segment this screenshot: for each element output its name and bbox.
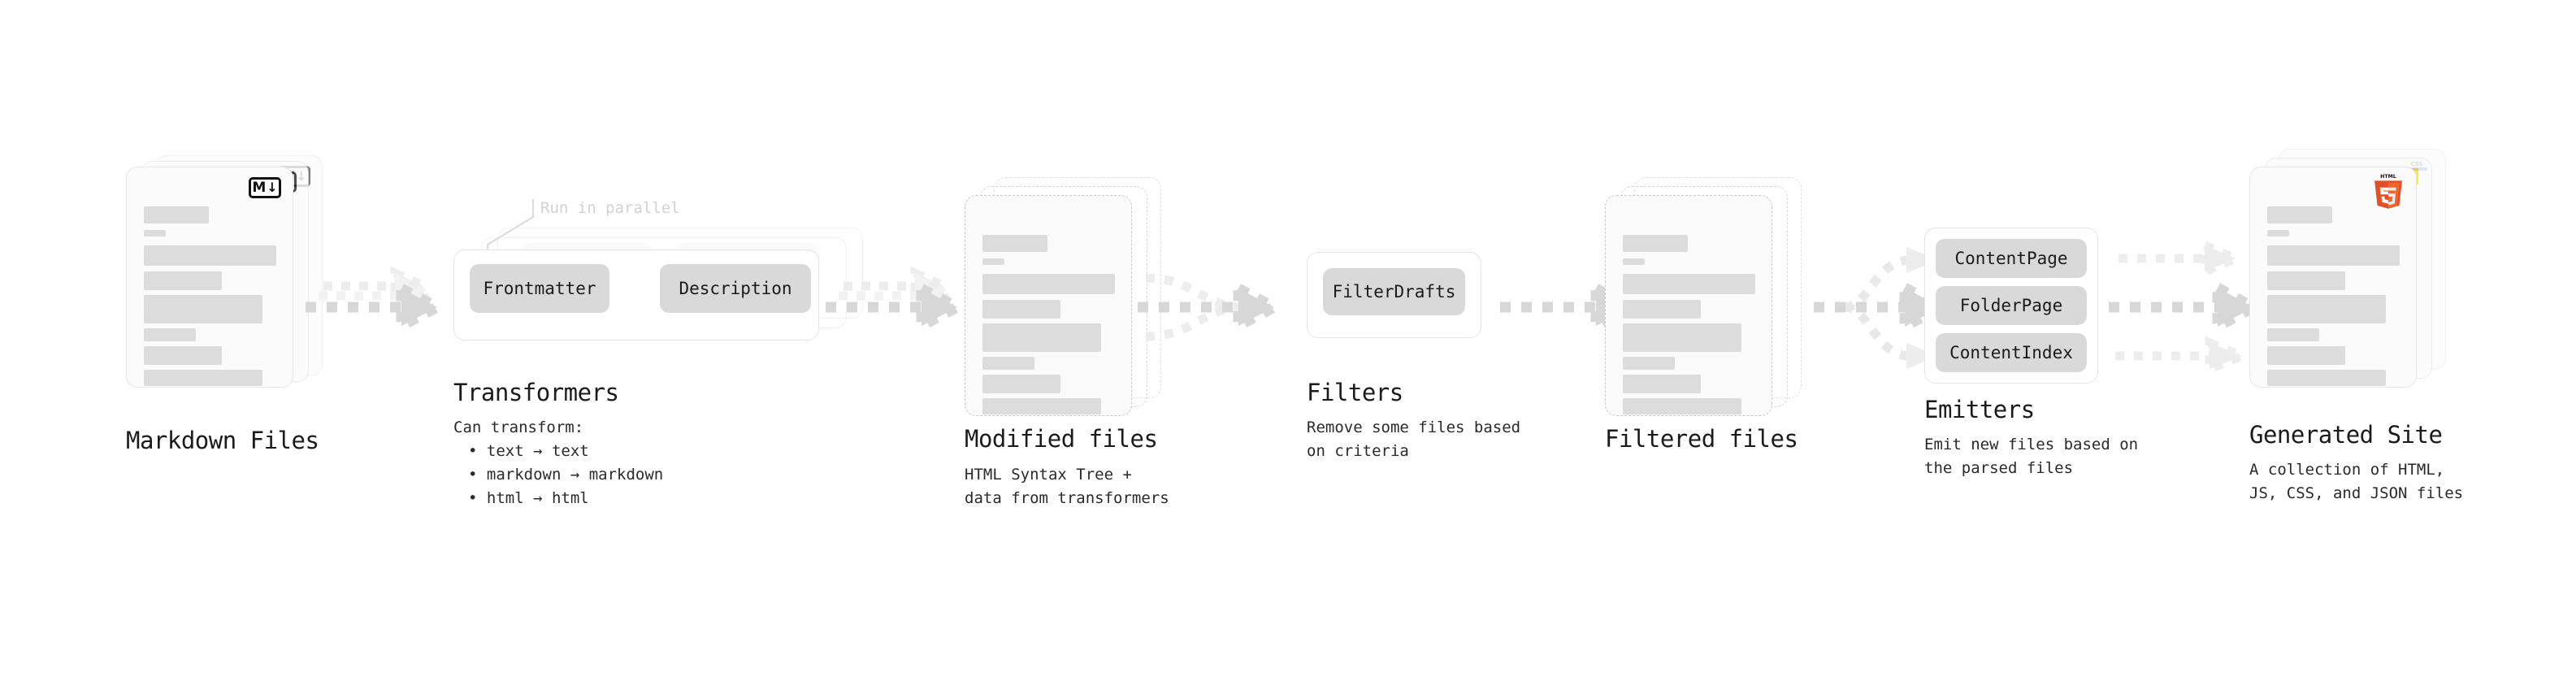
skeleton-line (1623, 258, 1645, 265)
skeleton-line (144, 271, 222, 290)
skeleton-line (144, 295, 262, 323)
arrow-modified-to-filters (1138, 273, 1286, 341)
emitters-subtitle: Emit new files based on the parsed files (1924, 436, 2139, 477)
skeleton-line (144, 370, 262, 386)
generated-site-title: Generated Site (2249, 421, 2443, 449)
skeleton-line (144, 230, 166, 236)
skeleton-line (982, 398, 1101, 414)
skeleton-line (2267, 206, 2332, 223)
skeleton-line (1623, 323, 1741, 352)
filtered-files-title: Filtered files (1605, 425, 1798, 453)
arrow-markdown-to-transformers (306, 266, 449, 335)
modified-file-card (965, 195, 1132, 416)
run-in-parallel-label: Run in parallel (540, 199, 680, 217)
emitters-title: Emitters (1924, 396, 2035, 423)
skeleton-line (1623, 235, 1688, 252)
skeleton-line (982, 323, 1101, 352)
skeleton-line (1623, 357, 1675, 370)
markdown-icon-letter: M (252, 179, 267, 196)
skeleton-line (982, 258, 1004, 265)
skeleton-line (144, 206, 209, 223)
emitter-chip-folderpage[interactable]: FolderPage (1936, 286, 2087, 325)
skeleton-line (2267, 328, 2319, 341)
skeleton-line (982, 300, 1060, 319)
skeleton-line (1623, 375, 1701, 393)
markdown-icon-arrow: ↓ (267, 180, 278, 195)
html5-icon: HTML (2374, 174, 2402, 209)
list-item: html → html (468, 487, 663, 510)
filtered-file-card (1605, 195, 1772, 416)
skeleton-line (144, 346, 222, 365)
list-item: text → text (468, 440, 663, 463)
skeleton-line (1623, 300, 1701, 319)
filters-subtitle: Remove some files based on criteria (1307, 419, 1521, 460)
transformers-subtitle: Can transform: (453, 419, 584, 436)
skeleton-line (1623, 398, 1741, 414)
skeleton-line (982, 235, 1047, 252)
skeleton-line (2267, 230, 2289, 236)
skeleton-line (982, 375, 1060, 393)
emitter-chip-contentindex[interactable]: ContentIndex (1936, 333, 2087, 372)
generated-site-subtitle: A collection of HTML, JS, CSS, and JSON … (2249, 461, 2464, 502)
skeleton-line (2267, 370, 2386, 386)
arrow-transformers-to-modified (826, 266, 969, 335)
skeleton-line (2267, 346, 2345, 365)
transformers-title: Transformers (453, 379, 619, 406)
transformer-chip-frontmatter[interactable]: Frontmatter (470, 264, 609, 313)
transformers-capability-list: text → text markdown → markdown html → h… (468, 440, 663, 510)
modified-files-subtitle: HTML Syntax Tree + data from transformer… (965, 466, 1169, 507)
list-item: markdown → markdown (468, 463, 663, 487)
html-file-card: HTML (2249, 167, 2417, 388)
transformer-chip-description[interactable]: Description (660, 264, 811, 313)
skeleton-line (144, 245, 276, 266)
markdown-icon: M↓ (249, 177, 281, 198)
modified-files-title: Modified files (965, 425, 1158, 453)
skeleton-line (144, 328, 196, 341)
emitter-chip-contentpage[interactable]: ContentPage (1936, 239, 2087, 278)
markdown-files-title: Markdown Files (126, 427, 319, 454)
skeleton-line (1623, 274, 1755, 294)
filters-title: Filters (1307, 379, 1403, 406)
arrow-filtered-to-emitters (1814, 247, 1952, 369)
markdown-file-card: M↓ (126, 167, 293, 388)
filter-chip-filterdrafts[interactable]: FilterDrafts (1323, 268, 1465, 315)
skeleton-line (982, 274, 1115, 294)
svg-text:HTML: HTML (2380, 174, 2396, 180)
skeleton-line (2267, 295, 2386, 323)
skeleton-line (2267, 245, 2400, 266)
skeleton-line (982, 357, 1034, 370)
arrow-emitters-to-site (2109, 238, 2265, 376)
skeleton-line (2267, 271, 2345, 290)
